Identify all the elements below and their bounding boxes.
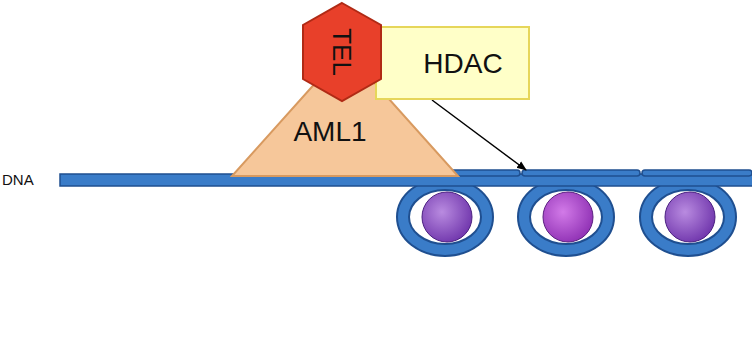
hdac-box: HDAC: [375, 26, 530, 100]
node-label: HDAC: [423, 50, 502, 78]
deacetylation-arrow: [432, 100, 526, 170]
nucleosome: [646, 184, 730, 250]
nucleosome: [403, 184, 487, 250]
tel-hexagon: TEL: [302, 2, 382, 102]
dna-label: DNA: [2, 172, 34, 187]
nucleosome: [524, 184, 608, 250]
node-label: TEL: [329, 28, 355, 76]
node-label: AML1: [293, 118, 366, 146]
